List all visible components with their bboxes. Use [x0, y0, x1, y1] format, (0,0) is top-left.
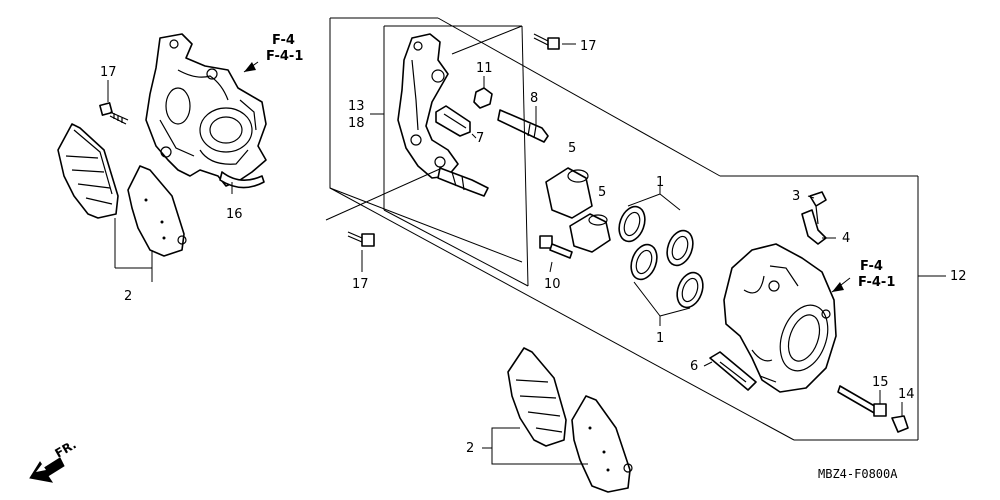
- pin-15: [837, 385, 887, 417]
- front-direction-label: FR.: [53, 437, 79, 460]
- caliper-bracket-center: [397, 33, 459, 179]
- callout-15: 15: [872, 375, 889, 390]
- ref-f4-1-caliper: F-4-1: [858, 275, 895, 290]
- brake-pad-left-inner: [127, 165, 187, 257]
- ref-arrow-caliper: [832, 282, 844, 292]
- callout-7: 7: [476, 131, 484, 146]
- callout-16: 16: [226, 207, 243, 222]
- pad-shim-6: [709, 351, 757, 391]
- callout-10: 10: [544, 277, 561, 292]
- brake-pad-left-outer: [57, 123, 119, 219]
- callout-18: 18: [348, 116, 365, 131]
- bolt-10: [539, 235, 573, 259]
- callout-14: 14: [898, 387, 915, 402]
- bolt-17-center: [533, 33, 560, 50]
- callout-17-top-right: 17: [580, 39, 597, 54]
- bolt-17-left: [99, 102, 129, 125]
- leader-lines: [107, 17, 946, 465]
- slide-pin-8: [497, 109, 549, 143]
- callout-5-upper: 5: [568, 141, 576, 156]
- brake-pad-bottom-inner: [571, 395, 633, 493]
- callout-5-lower: 5: [598, 185, 606, 200]
- callout-3: 3: [792, 189, 800, 204]
- callout-6: 6: [690, 359, 698, 374]
- pad-retainer-7: [435, 105, 471, 137]
- bleeder-cap-4: [801, 209, 827, 245]
- ref-f4-caliper: F-4: [860, 259, 883, 274]
- callout-13: 13: [348, 99, 365, 114]
- callout-2-left: 2: [124, 289, 132, 304]
- caliper-bracket-left: [145, 33, 267, 187]
- ref-arrow-top: [244, 62, 256, 72]
- pad-spring-left: [219, 171, 265, 189]
- callout-8: 8: [530, 91, 538, 106]
- diagram-code: MBZ4-F0800A: [818, 467, 898, 481]
- callout-2-bottom: 2: [466, 441, 474, 456]
- brake-pad-bottom-outer: [507, 347, 567, 447]
- ref-f4-top: F-4: [272, 33, 295, 48]
- callout-1-upper: 1: [656, 175, 664, 190]
- callout-17-bottom: 17: [352, 277, 369, 292]
- bleeder-screw-3: [809, 191, 827, 225]
- nut-14: [891, 415, 909, 433]
- callout-17-top-left: 17: [100, 65, 117, 80]
- ref-f4-1-top: F-4-1: [266, 49, 303, 64]
- callout-4: 4: [842, 231, 850, 246]
- boot-11: [473, 87, 493, 109]
- callout-11: 11: [476, 61, 493, 76]
- piston-seals-1: [618, 205, 704, 309]
- slide-pin-bracket: [437, 167, 489, 197]
- pin-boot-5-upper: [545, 167, 593, 219]
- front-direction-arrow-icon: [29, 457, 65, 483]
- caliper-body: [723, 243, 837, 393]
- callout-1-lower: 1: [656, 331, 664, 346]
- callout-12: 12: [950, 269, 967, 284]
- pin-boot-5-lower: [569, 213, 611, 253]
- bolt-17-lower-center: [347, 231, 375, 247]
